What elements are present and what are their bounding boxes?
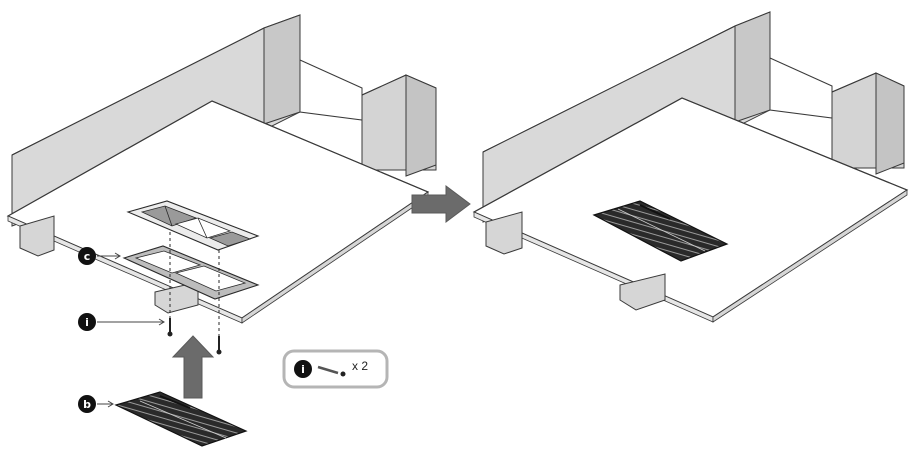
right-scene — [472, 11, 909, 323]
screw-2 — [216, 336, 222, 355]
mounting-frame — [126, 200, 260, 251]
ceiling-opening — [122, 245, 260, 300]
callout-i-label: i — [85, 316, 89, 329]
left-right-wall — [361, 74, 437, 177]
right-right-wall — [831, 72, 905, 175]
callout-c: c — [78, 247, 121, 265]
hardware-legend: i x 2 — [282, 349, 389, 389]
up-arrow — [171, 335, 215, 399]
legend-part-label: i — [301, 363, 305, 376]
left-scene: c i b i x 2 — [6, 14, 437, 447]
transition-arrow — [411, 185, 471, 223]
callout-i: i — [78, 313, 165, 331]
screw-1 — [167, 318, 173, 337]
installed-grille — [592, 200, 729, 262]
screw-icon — [317, 365, 339, 375]
legend-quantity: x 2 — [352, 359, 368, 373]
callout-b: b — [78, 395, 114, 413]
callout-c-label: c — [84, 250, 91, 263]
grille-part — [114, 391, 248, 447]
callout-b-label: b — [83, 398, 91, 411]
